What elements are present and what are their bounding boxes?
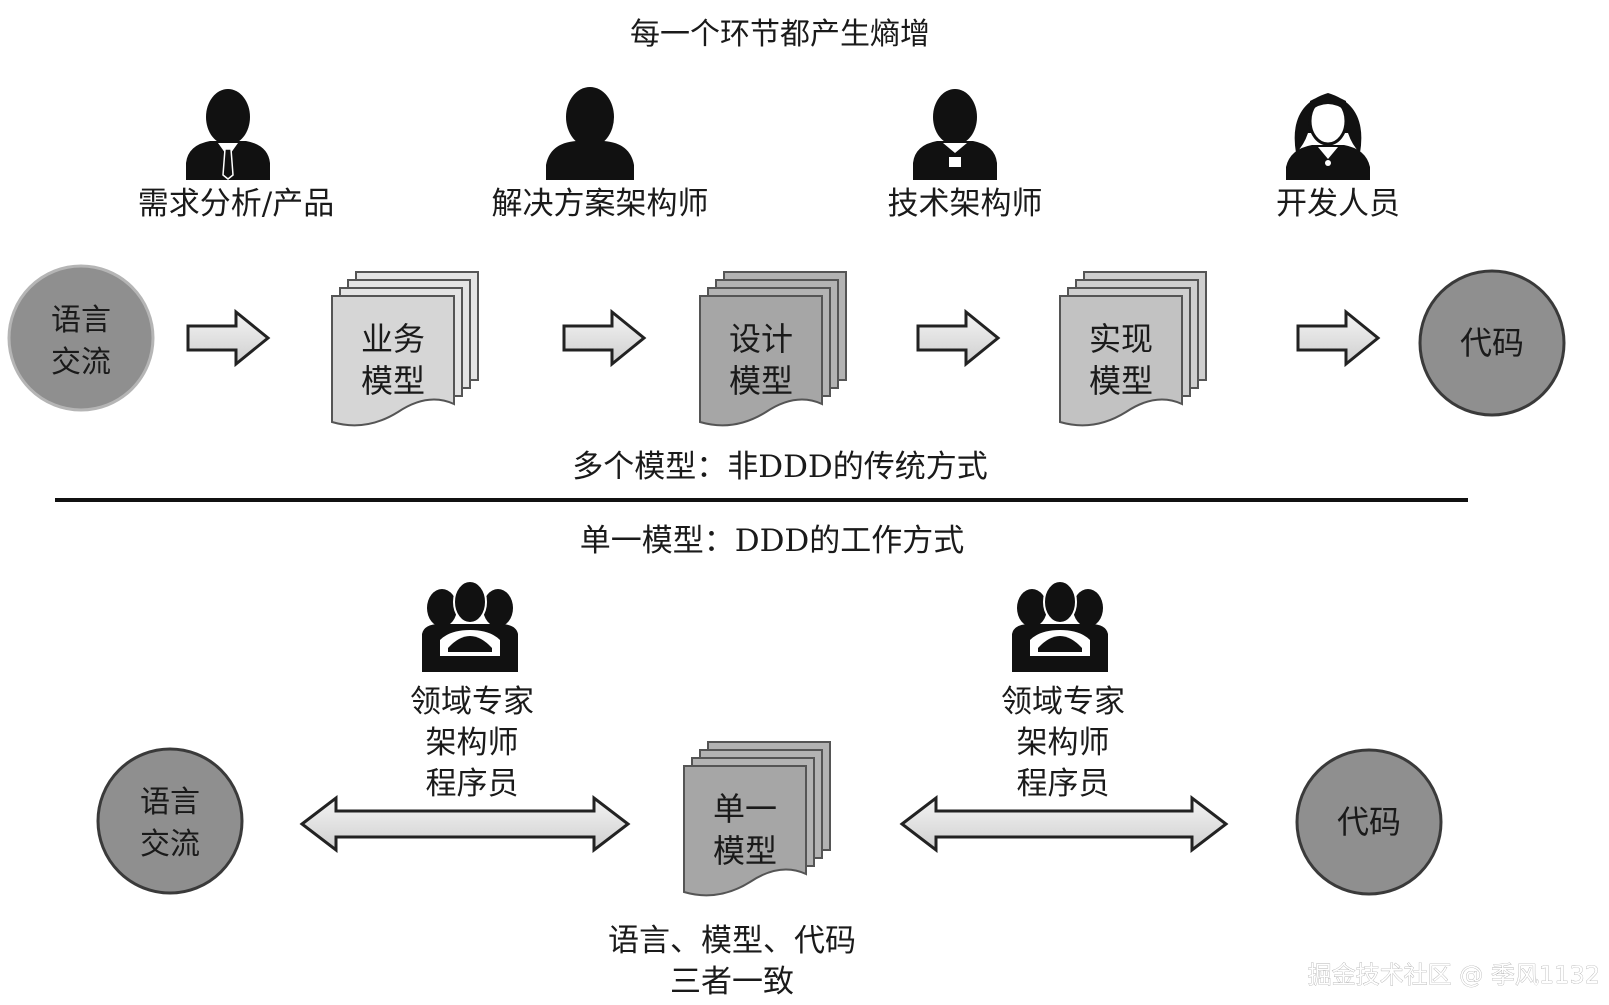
team-right-line1: 领域专家 — [1001, 684, 1125, 720]
doc-design-model: 设计 模型 — [699, 271, 847, 427]
footer-line2: 三者一致 — [670, 964, 794, 1000]
end-circle-bottom-text: 代码 — [1337, 803, 1401, 841]
doc-implementation-model-line2: 模型 — [1089, 362, 1153, 400]
doc-implementation-model-line1: 实现 — [1089, 320, 1153, 358]
team-label-right: 领域专家 架构师 程序员 — [1001, 684, 1125, 802]
caption-traditional: 多个模型：非DDD的传统方式 — [572, 449, 988, 485]
doc-design-model-line1: 设计 — [729, 320, 793, 358]
caption-ddd: 单一模型：DDD的工作方式 — [580, 523, 965, 559]
doc-single-model: 单一 模型 — [683, 741, 831, 897]
role-label-developer: 开发人员 — [1276, 186, 1400, 222]
arrow-right-2 — [562, 308, 647, 368]
doc-design-model-line2: 模型 — [729, 362, 793, 400]
role-label-solution-architect: 解决方案架构师 — [492, 186, 709, 222]
diagram-title: 每一个环节都产生熵增 — [630, 17, 930, 52]
footer-line1: 语言、模型、代码 — [608, 923, 856, 959]
doc-implementation-model: 实现 模型 — [1059, 271, 1207, 427]
team-icon-right — [1012, 580, 1108, 672]
arrow-right-3 — [916, 308, 1001, 368]
end-circle-bottom: 代码 — [1295, 748, 1443, 896]
woman-icon — [1286, 93, 1370, 180]
team-label-left: 领域专家 架构师 程序员 — [410, 684, 534, 802]
arrow-right-1 — [186, 308, 271, 368]
doc-business-model-line1: 业务 — [361, 320, 425, 358]
team-icon-left — [422, 580, 518, 672]
double-arrow-left — [299, 794, 631, 854]
team-left-line3: 程序员 — [426, 766, 519, 802]
person-icon — [546, 87, 634, 180]
team-right-line3: 程序员 — [1017, 766, 1110, 802]
role-label-product: 需求分析/产品 — [138, 186, 334, 222]
watermark-text: 掘金技术社区 @ 季风1132 — [1308, 961, 1600, 989]
role-label-tech-architect: 技术架构师 — [888, 186, 1043, 222]
businessman-icon — [186, 89, 270, 180]
doc-single-model-line1: 单一 — [713, 790, 777, 828]
arrow-right-4 — [1296, 308, 1381, 368]
start-circle-bottom-line1: 语言 — [140, 785, 200, 820]
end-circle-top-text: 代码 — [1460, 324, 1524, 362]
start-circle-bottom: 语言 交流 — [96, 747, 244, 895]
start-circle-top: 语言 交流 — [7, 264, 155, 412]
start-circle-top-line1: 语言 — [51, 303, 111, 338]
double-arrow-right — [899, 794, 1229, 854]
team-left-line1: 领域专家 — [410, 684, 534, 720]
engineer-icon — [913, 89, 997, 180]
team-left-line2: 架构师 — [426, 725, 519, 761]
end-circle-top: 代码 — [1418, 269, 1566, 417]
doc-business-model-line2: 模型 — [361, 362, 425, 400]
doc-single-model-line2: 模型 — [713, 832, 777, 870]
doc-business-model: 业务 模型 — [331, 271, 479, 427]
team-right-line2: 架构师 — [1017, 725, 1110, 761]
start-circle-top-line2: 交流 — [51, 345, 111, 380]
start-circle-bottom-line2: 交流 — [140, 827, 200, 862]
